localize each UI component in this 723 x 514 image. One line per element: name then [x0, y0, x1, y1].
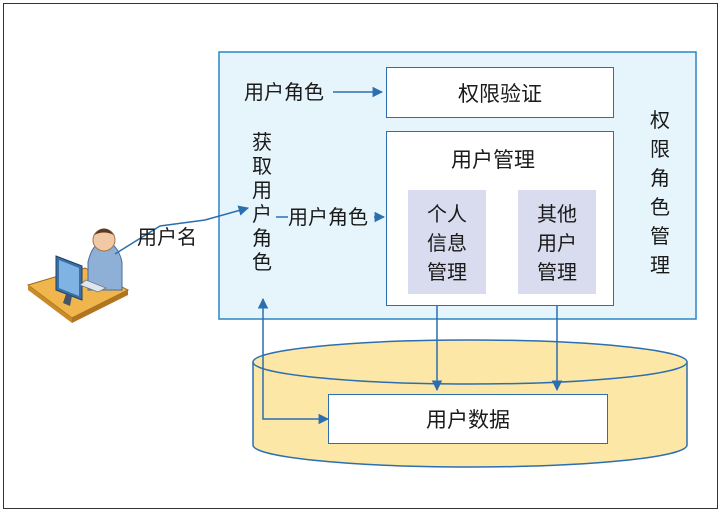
permission-verification-box: 权限验证: [386, 67, 614, 118]
user-role-label-top: 用户角色: [244, 80, 324, 104]
user-role-label-middle: 用户角色: [288, 205, 368, 229]
permission-role-management-label: 权限角色管理: [650, 108, 670, 277]
arrow-data-to-get-role: [257, 297, 330, 425]
user-data-box: 用户数据: [328, 394, 608, 444]
personal-info-management-box: 个人信息管理: [408, 190, 486, 294]
person-at-computer-icon: [26, 228, 130, 323]
arrow-username-to-get-role: [114, 205, 250, 255]
user-management-title: 用户管理: [451, 148, 535, 172]
get-user-role-label: 获取用户角色: [250, 130, 274, 274]
username-label: 用户名: [137, 225, 197, 249]
other-user-management-box: 其他用户管理: [518, 190, 596, 294]
diagram-frame: [3, 3, 718, 509]
